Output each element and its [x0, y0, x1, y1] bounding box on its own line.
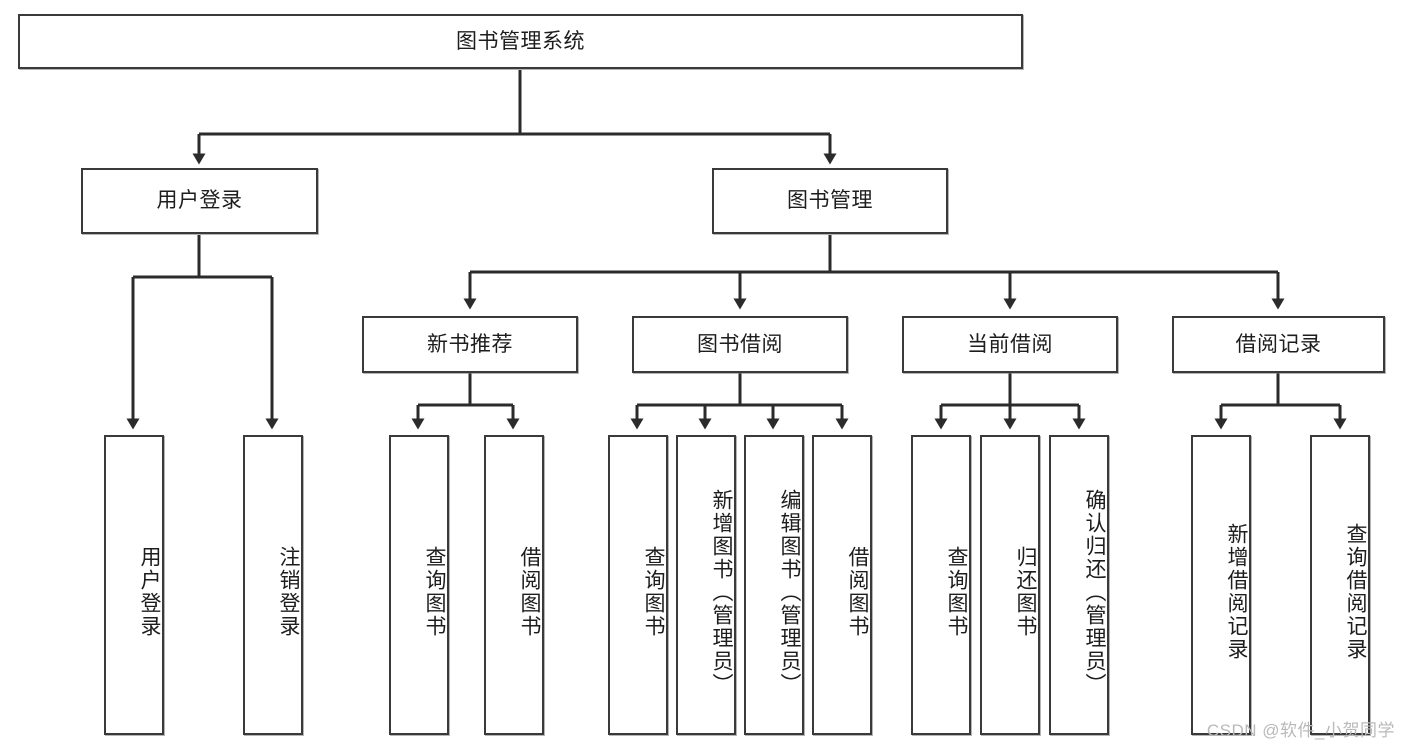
node-label: 查询图书	[423, 546, 446, 638]
leaf-book-borrow-edit[interactable]: 编辑图书（管理员）	[744, 435, 804, 735]
node-user-login[interactable]: 用户登录	[81, 168, 318, 234]
leaf-new-book-query[interactable]: 查询图书	[389, 435, 449, 735]
leaf-current-borrow-query[interactable]: 查询图书	[911, 435, 971, 735]
node-label: 图书管理系统	[456, 29, 585, 53]
watermark-text: CSDN @软件_小贺同学	[1206, 721, 1395, 740]
leaf-user-login-signout[interactable]: 注销登录	[243, 435, 303, 735]
leaf-user-login-signin[interactable]: 用户登录	[104, 435, 164, 735]
leaf-borrow-record-query[interactable]: 查询借阅记录	[1310, 435, 1370, 735]
node-label: 当前借阅	[967, 332, 1053, 356]
node-label: 图书管理	[787, 189, 873, 213]
node-label: 借阅图书	[846, 546, 869, 638]
leaf-new-book-borrow[interactable]: 借阅图书	[484, 435, 544, 735]
node-label: 查询借阅记录	[1344, 523, 1367, 661]
node-label: 借阅图书	[518, 546, 541, 638]
leaf-current-borrow-return[interactable]: 归还图书	[980, 435, 1040, 735]
node-label: 查询图书	[945, 546, 968, 638]
leaf-borrow-record-add[interactable]: 新增借阅记录	[1191, 435, 1251, 735]
node-book-management[interactable]: 图书管理	[712, 168, 948, 234]
leaf-book-borrow-lend[interactable]: 借阅图书	[812, 435, 872, 735]
node-label: 查询图书	[642, 546, 665, 638]
node-label: 确认归还（管理员）	[1083, 488, 1106, 696]
leaf-book-borrow-add[interactable]: 新增图书（管理员）	[676, 435, 736, 735]
node-book-borrow[interactable]: 图书借阅	[632, 316, 848, 373]
leaf-current-borrow-confirm[interactable]: 确认归还（管理员）	[1049, 435, 1109, 735]
node-label: 新增图书（管理员）	[710, 488, 733, 696]
node-label: 新书推荐	[427, 332, 513, 356]
node-label: 归还图书	[1014, 546, 1037, 638]
node-root-system[interactable]: 图书管理系统	[18, 14, 1023, 69]
node-current-borrow[interactable]: 当前借阅	[902, 316, 1118, 373]
node-label: 借阅记录	[1235, 332, 1322, 356]
node-label: 用户登录	[156, 189, 243, 213]
node-label: 用户登录	[138, 546, 161, 638]
node-label: 新增借阅记录	[1225, 523, 1248, 661]
node-new-book-recommend[interactable]: 新书推荐	[362, 316, 578, 373]
node-label: 编辑图书（管理员）	[778, 488, 801, 696]
node-label: 注销登录	[277, 546, 300, 638]
node-label: 图书借阅	[697, 332, 783, 356]
leaf-book-borrow-query[interactable]: 查询图书	[608, 435, 668, 735]
node-borrow-record[interactable]: 借阅记录	[1172, 316, 1385, 373]
